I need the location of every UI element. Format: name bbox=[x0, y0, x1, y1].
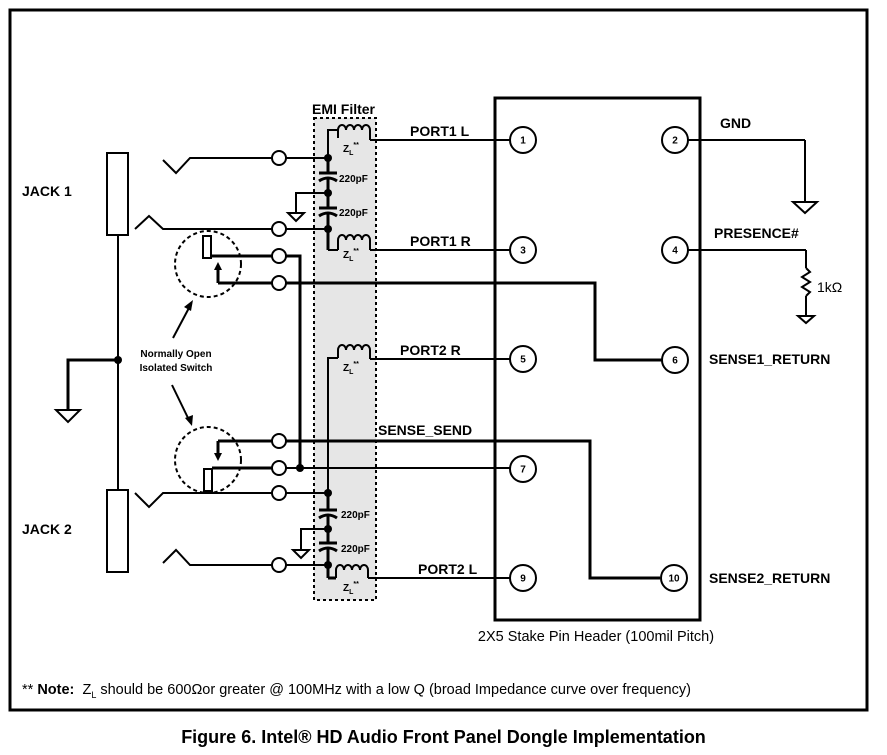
pin-number: 7 bbox=[520, 465, 526, 476]
jack2-label: JACK 2 bbox=[22, 521, 72, 537]
note-text: should be 600Ωor greater @ 100MHz with a… bbox=[96, 682, 691, 698]
terminal bbox=[271, 433, 287, 449]
switch2-contact bbox=[203, 468, 213, 492]
wire bbox=[300, 528, 328, 550]
jack-terminals bbox=[271, 150, 287, 573]
ground-wire bbox=[66, 358, 118, 410]
note-marker: ** bbox=[22, 682, 38, 698]
inductor-label: ZL** bbox=[343, 248, 359, 263]
sense2-return-wire bbox=[286, 439, 660, 580]
annotation-arrow-down bbox=[171, 384, 190, 421]
gnd-label: GND bbox=[720, 115, 751, 131]
switch1-outline bbox=[174, 230, 242, 298]
sense-send-label: SENSE_SEND bbox=[378, 422, 472, 438]
junction-dot bbox=[296, 464, 304, 472]
terminal bbox=[271, 460, 287, 476]
jack1-ring-contact bbox=[134, 214, 272, 230]
pin-4 bbox=[661, 236, 689, 264]
note-heading: Note: bbox=[37, 682, 75, 698]
capacitor-value: 220pF bbox=[341, 510, 370, 521]
pin-6 bbox=[661, 346, 689, 374]
terminal bbox=[271, 275, 287, 291]
sense1-return-label: SENSE1_RETURN bbox=[709, 351, 830, 367]
figure-frame bbox=[8, 8, 869, 712]
presence-label: PRESENCE# bbox=[714, 225, 799, 241]
wire bbox=[327, 357, 338, 493]
capacitor-value: 220pF bbox=[341, 544, 370, 555]
emi-filter-title: EMI Filter bbox=[312, 101, 376, 117]
pin-number: 1 bbox=[520, 136, 526, 147]
pin-7 bbox=[509, 455, 537, 483]
inductor-icon bbox=[337, 344, 371, 359]
pin-10 bbox=[660, 564, 688, 592]
arrowhead-icon bbox=[185, 415, 193, 426]
capacitor-value: 220pF bbox=[339, 174, 368, 185]
pin-number: 9 bbox=[520, 574, 526, 585]
emi-filter-box bbox=[313, 117, 377, 601]
port1-l-label: PORT1 L bbox=[410, 123, 470, 139]
wire bbox=[295, 192, 328, 213]
footnote: ** Note: ZL should be 600Ωor greater @ 1… bbox=[22, 682, 691, 700]
terminal bbox=[271, 248, 287, 264]
ground-icon bbox=[290, 549, 312, 560]
terminal bbox=[271, 150, 287, 166]
note-symbol: Z bbox=[82, 682, 92, 698]
pin-number: 6 bbox=[672, 356, 678, 367]
sense2-return-label: SENSE2_RETURN bbox=[709, 570, 830, 586]
ground-icon bbox=[285, 212, 307, 223]
jack2-contact-a bbox=[134, 492, 272, 509]
pin-number: 2 bbox=[672, 136, 678, 147]
resistor-icon bbox=[800, 267, 812, 297]
ground-icon bbox=[795, 315, 817, 325]
pin-5 bbox=[509, 345, 537, 373]
jack1-label: JACK 1 bbox=[22, 183, 72, 199]
pin-number: 3 bbox=[520, 246, 526, 257]
jack2-body bbox=[106, 489, 129, 573]
switch-annotation-line1: Normally Open bbox=[140, 349, 211, 360]
port1-r-label: PORT1 R bbox=[410, 233, 471, 249]
terminal bbox=[271, 485, 287, 501]
figure-caption: Figure 6. Intel® HD Audio Front Panel Do… bbox=[181, 727, 706, 747]
sense1-return-wire bbox=[286, 281, 665, 362]
jack1-body bbox=[106, 152, 129, 236]
inductor-icon bbox=[337, 124, 371, 140]
switch2-outline bbox=[174, 426, 242, 494]
ground-icon bbox=[53, 409, 83, 424]
wire bbox=[327, 129, 338, 158]
junction-dot bbox=[324, 225, 332, 233]
switch1-contact bbox=[202, 235, 212, 259]
pin-2 bbox=[661, 126, 689, 154]
arrow-up-icon bbox=[214, 262, 222, 270]
inductor-label: ZL** bbox=[343, 581, 359, 596]
terminal bbox=[271, 221, 287, 237]
pin-9 bbox=[509, 564, 537, 592]
header-pins: 1 2 3 4 5 6 7 9 10 bbox=[509, 126, 689, 592]
port2-l-label: PORT2 L bbox=[418, 561, 478, 577]
pin-number: 4 bbox=[672, 246, 678, 257]
junction-dot bbox=[324, 561, 332, 569]
inductor-label: ZL** bbox=[343, 361, 359, 376]
arrow-down-icon bbox=[214, 453, 222, 461]
inductor-label: ZL** bbox=[343, 142, 359, 157]
capacitor-value: 220pF bbox=[339, 208, 368, 219]
inductor-icon bbox=[337, 234, 371, 250]
pin-3 bbox=[509, 236, 537, 264]
inductor-icon bbox=[335, 564, 369, 578]
pin-1 bbox=[509, 126, 537, 154]
jack2-contact-b bbox=[162, 548, 272, 566]
switch-annotation-line2: Isolated Switch bbox=[140, 363, 213, 374]
note-symbol-sub: L bbox=[91, 689, 97, 700]
pin-header-label: 2X5 Stake Pin Header (100mil Pitch) bbox=[478, 629, 714, 645]
jack1-tip-contact bbox=[162, 157, 272, 175]
resistor-value: 1kΩ bbox=[817, 279, 842, 295]
annotation-arrow-up bbox=[172, 305, 191, 339]
pin-number: 10 bbox=[668, 574, 680, 585]
pin-number: 5 bbox=[520, 355, 526, 366]
arrowhead-icon bbox=[184, 300, 193, 311]
switch-link-wire bbox=[286, 254, 302, 468]
ground-icon bbox=[790, 201, 820, 215]
port2-r-label: PORT2 R bbox=[400, 342, 461, 358]
terminal bbox=[271, 557, 287, 573]
